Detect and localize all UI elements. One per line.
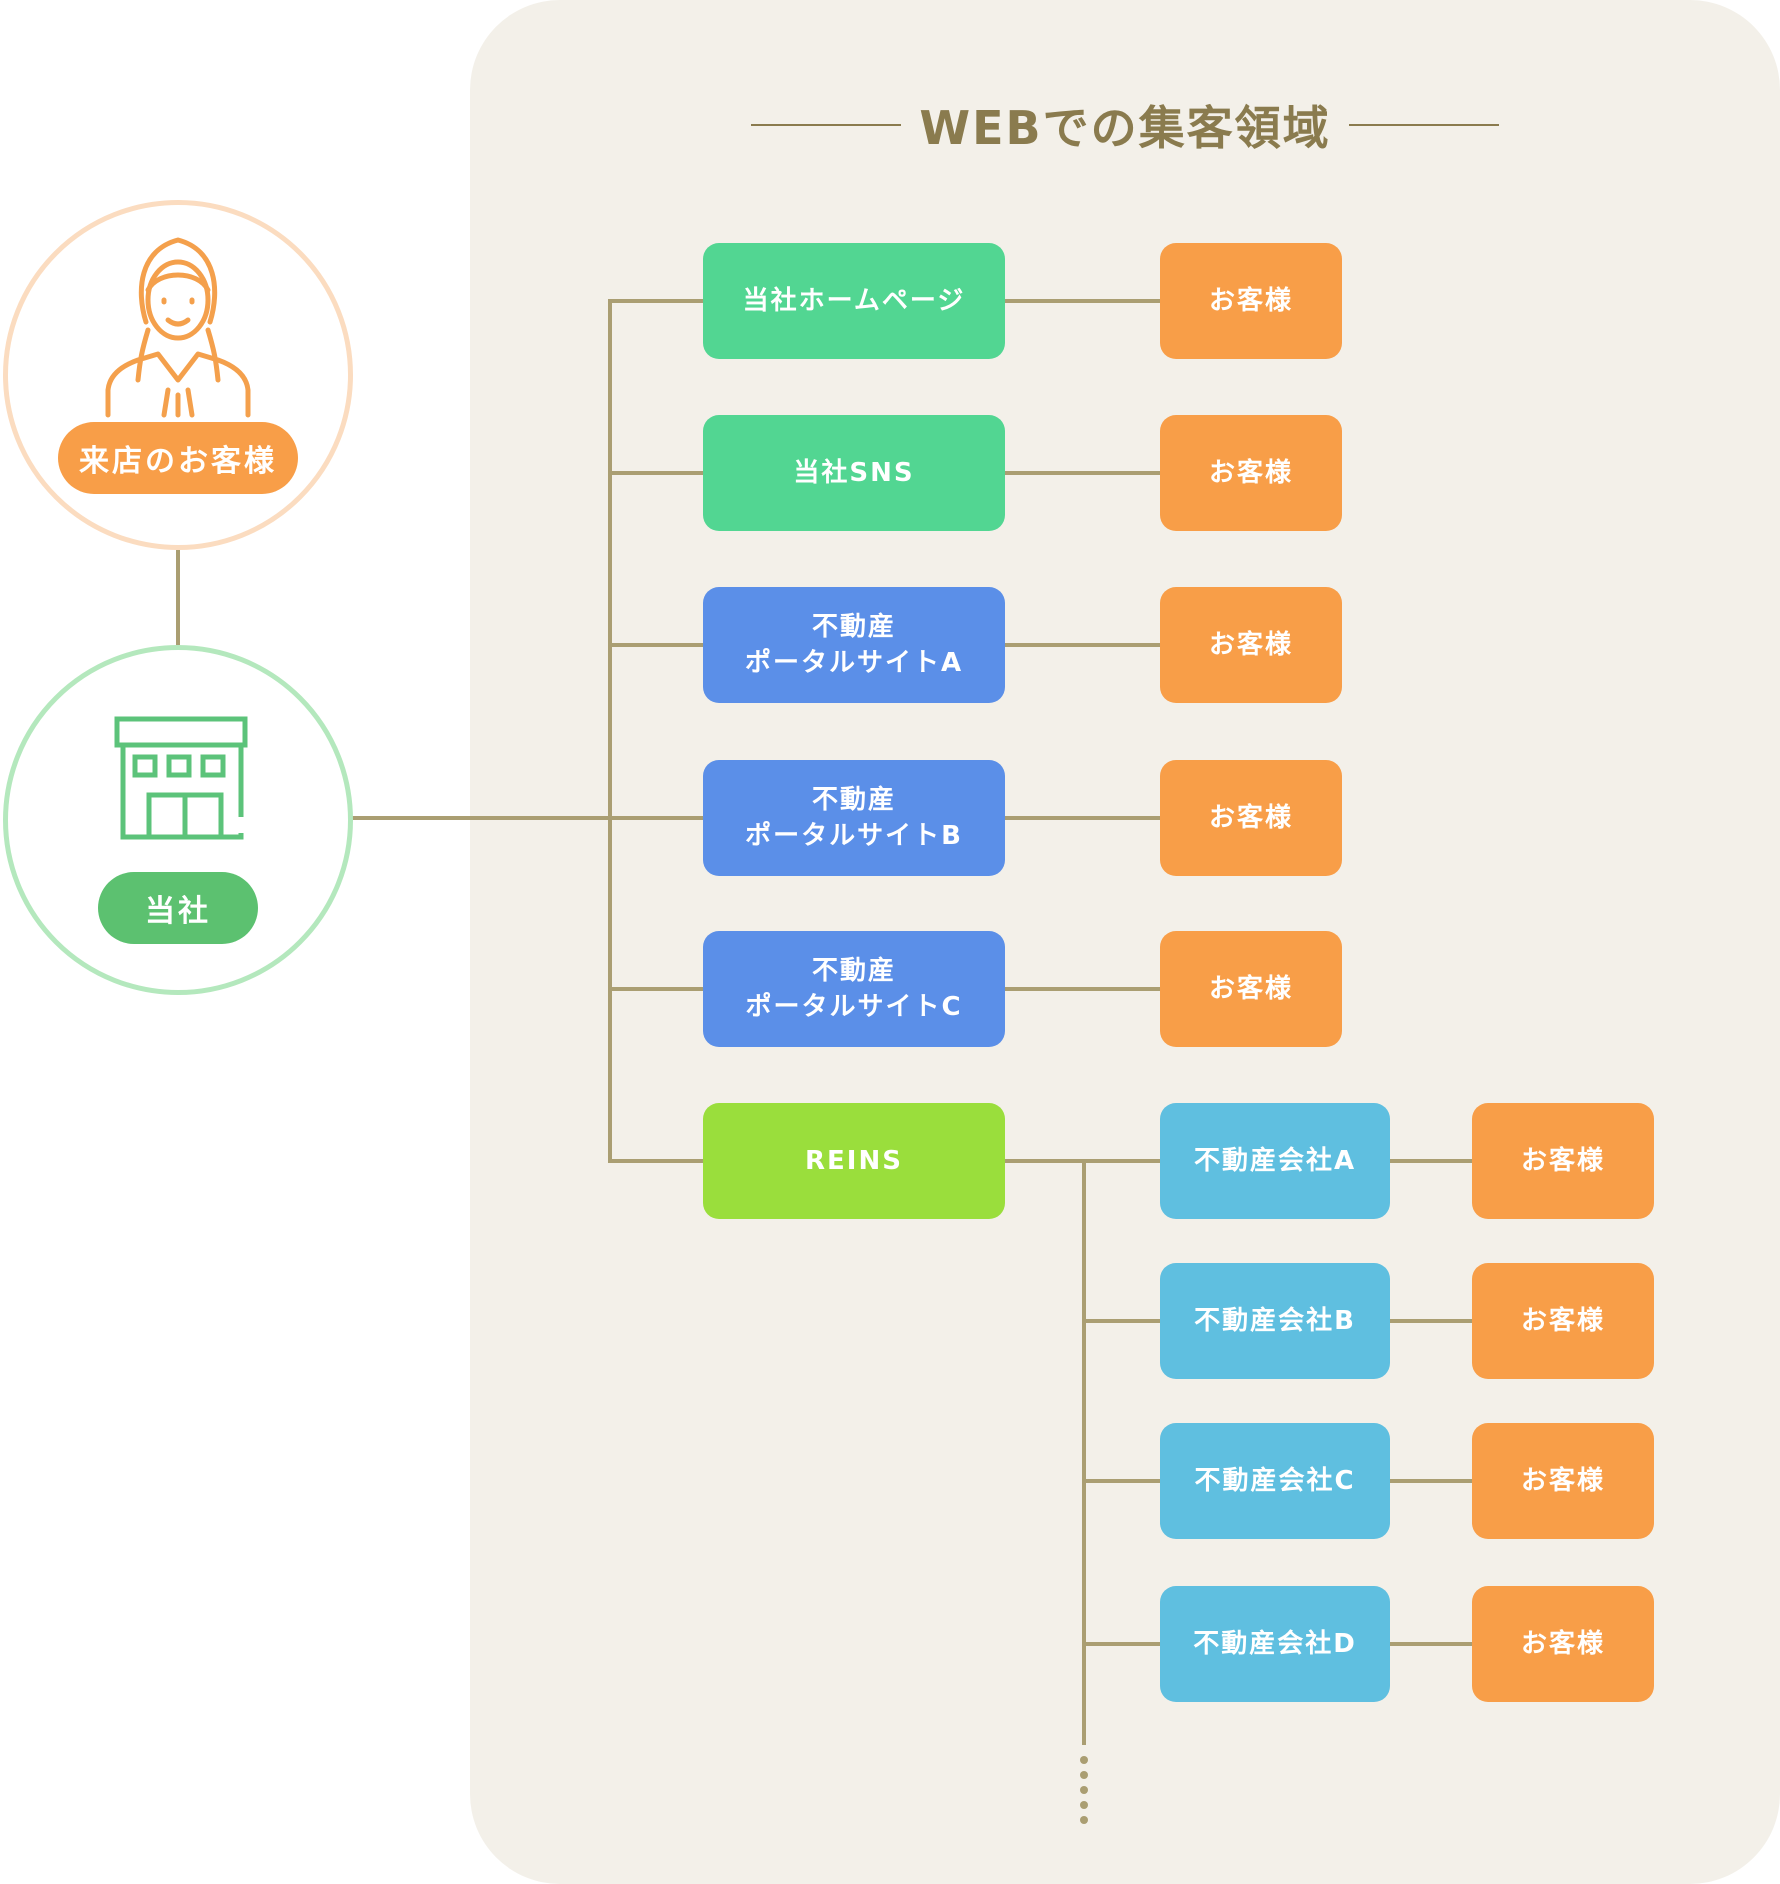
- channel-reins: REINS: [703, 1103, 1005, 1219]
- title-rule-left: [751, 124, 902, 126]
- store-icon: [114, 716, 248, 840]
- channel-portal-a: 不動産 ポータルサイトA: [703, 587, 1005, 703]
- reins-company-c: 不動産会社C: [1160, 1423, 1390, 1539]
- web-area-panel: [470, 0, 1780, 1884]
- customer-box: お客様: [1472, 1423, 1654, 1539]
- customer-box: お客様: [1160, 243, 1342, 359]
- reins-company-d: 不動産会社D: [1160, 1586, 1390, 1702]
- title-rule-right: [1348, 124, 1499, 126]
- visitor-node: 来店のお客様: [3, 200, 353, 550]
- company-node: 当社: [3, 645, 353, 995]
- reins-company-b: 不動産会社B: [1160, 1263, 1390, 1379]
- title-text: WEBでの集客領域: [919, 101, 1331, 155]
- customer-box: お客様: [1472, 1103, 1654, 1219]
- customer-box: お客様: [1472, 1263, 1654, 1379]
- channel-homepage: 当社ホームページ: [703, 243, 1005, 359]
- channel-sns: 当社SNS: [703, 415, 1005, 531]
- customer-box: お客様: [1472, 1586, 1654, 1702]
- customer-box: お客様: [1160, 931, 1342, 1047]
- customer-box: お客様: [1160, 415, 1342, 531]
- continuation-dots: [1080, 1756, 1088, 1824]
- reins-company-a: 不動産会社A: [1160, 1103, 1390, 1219]
- channel-portal-b: 不動産 ポータルサイトB: [703, 760, 1005, 876]
- woman-icon: [105, 237, 251, 418]
- section-title: WEBでの集客領域: [0, 90, 1780, 160]
- company-label: 当社: [98, 872, 258, 944]
- customer-box: お客様: [1160, 760, 1342, 876]
- customer-box: お客様: [1160, 587, 1342, 703]
- channel-portal-c: 不動産 ポータルサイトC: [703, 931, 1005, 1047]
- visitor-label: 来店のお客様: [58, 422, 298, 494]
